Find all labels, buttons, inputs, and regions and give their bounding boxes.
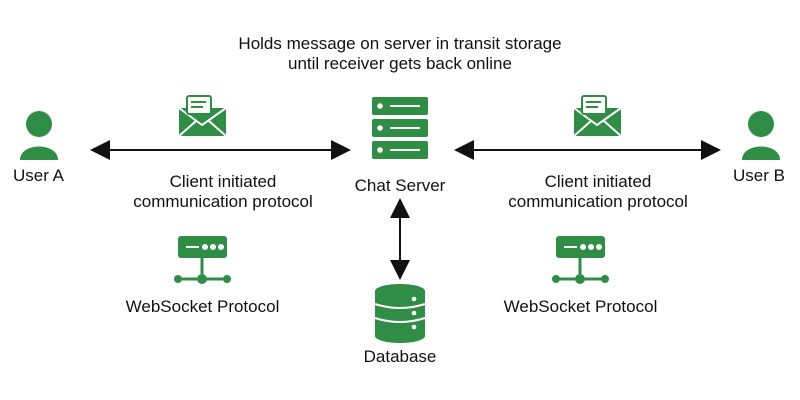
- top-note-line-1: Holds message on server in transit stora…: [238, 34, 562, 53]
- left-websocket-label: WebSocket Protocol: [125, 297, 280, 316]
- right-websocket-network-icon: [552, 236, 609, 284]
- right-websocket-label: WebSocket Protocol: [503, 297, 658, 316]
- right-protocol-line-2: communication protocol: [508, 192, 688, 211]
- right-message-envelope-icon: [573, 95, 622, 137]
- user-a-icon: [20, 111, 58, 160]
- top-note-line-2: until receiver gets back online: [288, 54, 512, 73]
- right-protocol-line-1: Client initiated: [544, 172, 652, 191]
- user-a-label: User A: [13, 166, 65, 185]
- right-protocol-label: Client initiated communication protocol: [478, 172, 718, 212]
- top-note: Holds message on server in transit stora…: [200, 34, 600, 74]
- chat-server-icon: [372, 97, 428, 159]
- left-message-envelope-icon: [178, 95, 227, 137]
- left-websocket-network-icon: [174, 236, 231, 284]
- left-protocol-line-1: Client initiated: [169, 172, 277, 191]
- chat-server-label: Chat Server: [354, 176, 446, 195]
- left-protocol-line-2: communication protocol: [133, 192, 313, 211]
- user-b-icon: [742, 111, 780, 160]
- user-b-label: User B: [733, 166, 785, 185]
- database-icon: [374, 284, 426, 343]
- database-label: Database: [363, 347, 437, 366]
- left-protocol-label: Client initiated communication protocol: [103, 172, 343, 212]
